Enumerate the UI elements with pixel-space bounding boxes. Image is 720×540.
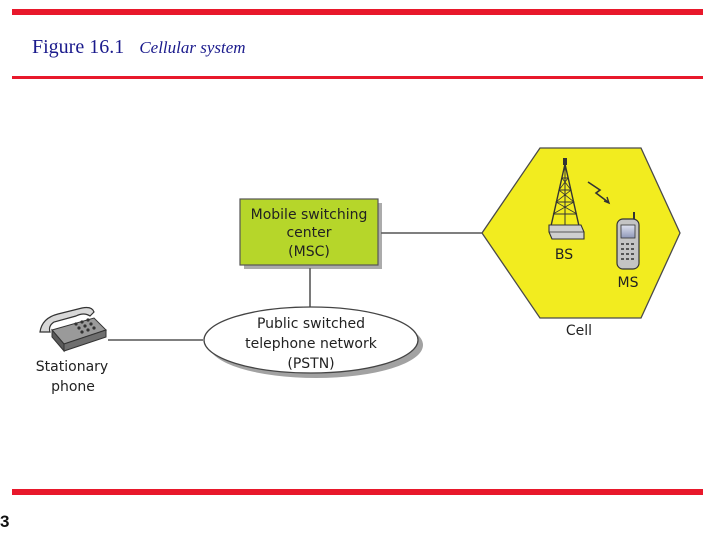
stationary-phone-label-line-2: phone bbox=[51, 379, 95, 395]
wireless-signal-icon bbox=[587, 181, 611, 205]
slide-title: Figure 16.1 Cellular system bbox=[32, 36, 246, 59]
msc-label-line-3: (MSC) bbox=[288, 244, 330, 260]
stationary-phone-label-line-1: Stationary bbox=[36, 359, 108, 375]
title-rule bbox=[12, 76, 703, 79]
top-rule bbox=[12, 9, 703, 15]
mobile-station-phone-icon bbox=[616, 212, 640, 270]
pstn-cloud: Public switched telephone network (PSTN) bbox=[203, 306, 423, 378]
bs-label: BS bbox=[555, 247, 573, 263]
msc-label-line-2: center bbox=[286, 225, 331, 241]
pstn-label-line-2: telephone network bbox=[245, 336, 378, 352]
page-number: 3 bbox=[0, 512, 10, 531]
figure-label: Figure 16.1 bbox=[32, 36, 125, 58]
msc-label-line-1: Mobile switching bbox=[251, 207, 368, 223]
pstn-label-line-1: Public switched bbox=[257, 316, 365, 332]
pstn-label-line-3: (PSTN) bbox=[287, 356, 334, 372]
ms-label: MS bbox=[618, 275, 639, 291]
bottom-rule bbox=[12, 489, 703, 495]
figure-caption: Cellular system bbox=[139, 38, 246, 57]
stationary-phone-icon bbox=[39, 306, 107, 353]
cell-label: Cell bbox=[566, 323, 592, 339]
msc-box: Mobile switching center (MSC) bbox=[239, 198, 382, 269]
base-station-tower-icon bbox=[548, 158, 585, 240]
